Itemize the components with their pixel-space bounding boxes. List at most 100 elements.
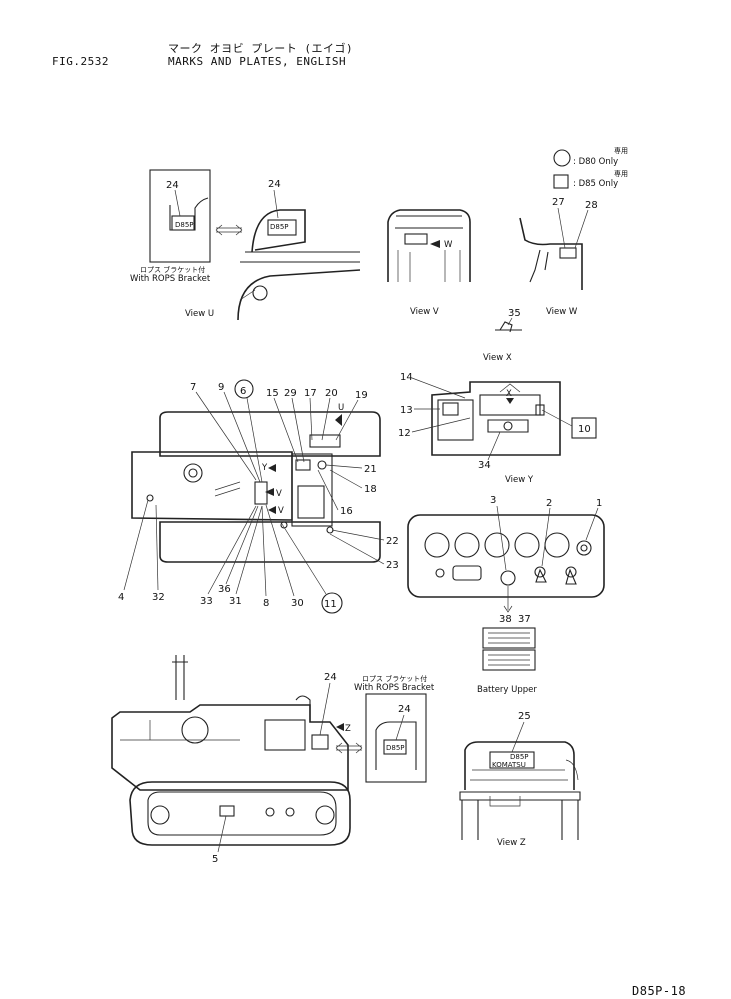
callout-5: 5 <box>212 854 218 865</box>
battery-upper-caption: Battery Upper <box>477 685 537 695</box>
callout-24: 24 <box>166 180 179 191</box>
callout-12: 12 <box>398 428 411 439</box>
rops-inset-box-2 <box>365 693 427 783</box>
arrow-z-label: Z <box>345 724 351 734</box>
callout-24: 24 <box>268 179 281 190</box>
rops-inset-box-1 <box>149 169 211 263</box>
callout-21: 21 <box>364 464 377 475</box>
arrow-v-icon <box>265 488 274 496</box>
view-y-caption: View Y <box>505 475 534 485</box>
callout-22: 22 <box>386 536 399 547</box>
callout-28: 28 <box>585 200 598 211</box>
callout-38: 38 <box>499 614 512 625</box>
callout-20: 20 <box>325 388 338 399</box>
rops-inset-2-group: ロプス ブラケット付 With ROPS Bracket D85P 24 <box>354 674 435 783</box>
callout-4: 4 <box>118 592 124 603</box>
callout-1: 1 <box>596 498 602 509</box>
callout-24: 24 <box>324 672 337 683</box>
callout-34: 34 <box>478 460 491 471</box>
rops-caption-en-2: With ROPS Bracket <box>354 683 435 693</box>
d80-marker-6 <box>234 379 254 399</box>
callout-2: 2 <box>546 498 552 509</box>
d80-only-label: : D80 Only <box>573 157 618 167</box>
komatsu-label: KOMATSU <box>492 761 526 769</box>
title-english: MARKS AND PLATES, ENGLISH <box>168 55 347 68</box>
callout-16: 16 <box>340 506 353 517</box>
callout-11: 11 <box>324 599 337 610</box>
callout-29: 29 <box>284 388 297 399</box>
double-arrow-icon <box>215 224 243 236</box>
page-code: D85P-18 <box>632 984 687 998</box>
view-v-caption: View V <box>410 307 439 317</box>
arrow-x-label: X <box>506 389 512 399</box>
view-w-group: 27 28 View W <box>519 197 598 317</box>
arrow-y-icon <box>268 464 276 472</box>
callout-35: 35 <box>508 308 521 319</box>
callout-36: 36 <box>218 584 231 595</box>
plate-label-z: D85P <box>510 753 529 761</box>
callout-8: 8 <box>263 598 269 609</box>
callout-32: 32 <box>152 592 165 603</box>
battery-upper-group: 38 37 Battery Upper <box>477 614 537 695</box>
plate-label-inset2: D85P <box>386 744 405 752</box>
callout-31: 31 <box>229 596 242 607</box>
callout-7: 7 <box>190 382 196 393</box>
arrow-w-icon <box>430 240 440 248</box>
d80-only-note: 専用 <box>614 146 628 155</box>
callout-9: 9 <box>218 382 224 393</box>
arrow-v2-icon <box>268 506 276 514</box>
callout-18: 18 <box>364 484 377 495</box>
callout-15: 15 <box>266 388 279 399</box>
view-x-group: 35 View X <box>483 308 522 363</box>
d80-marker-11 <box>321 592 343 614</box>
callout-24: 24 <box>398 704 411 715</box>
rops-caption-jp-1: ロプス ブラケット付 <box>140 265 205 274</box>
d85-only-note: 専用 <box>614 169 628 178</box>
view-u-caption: View U <box>185 309 214 319</box>
callout-17: 17 <box>304 388 317 399</box>
arrow-y-label: Y <box>261 463 268 473</box>
rops-caption-en-1: With ROPS Bracket <box>130 274 211 284</box>
view-v-group: W View V <box>387 209 471 317</box>
figure-number: FIG.2532 <box>52 55 109 68</box>
arrow-z-icon <box>336 723 344 731</box>
callout-14: 14 <box>400 372 413 383</box>
dash-panel-group: 3 2 1 <box>407 495 605 613</box>
view-u-group: D85P 24 ロプス ブラケット付 With ROPS Bracket D85… <box>130 169 361 321</box>
callout-30: 30 <box>291 598 304 609</box>
arrow-v-label-1: V <box>276 489 282 499</box>
top-view-group: U V Y V 7 9 6 15 29 17 20 19 21 18 16 22… <box>118 379 399 614</box>
arrow-u-icon <box>335 414 342 426</box>
callout-13: 13 <box>400 405 413 416</box>
double-arrow-2-icon <box>335 742 363 754</box>
arrow-x-icon <box>506 398 514 404</box>
callout-19: 19 <box>355 390 368 401</box>
arrow-u-label: U <box>338 403 344 413</box>
plate-label-inset1: D85P <box>175 221 194 229</box>
d80-only-symbol <box>553 149 571 167</box>
view-w-caption: View W <box>546 307 578 317</box>
legend: : D80 Only 専用 : D85 Only 専用 <box>553 146 628 189</box>
title-japanese: マーク オヨビ プレート (エイゴ) <box>168 42 354 55</box>
d85-marker-10 <box>571 417 597 439</box>
view-z-caption: View Z <box>497 838 526 848</box>
view-y-group: X 14 13 12 10 34 View Y <box>398 372 597 485</box>
callout-23: 23 <box>386 560 399 571</box>
d85-only-symbol <box>553 174 569 189</box>
view-x-caption: View X <box>483 353 512 363</box>
arrow-v-label-2: V <box>278 506 284 516</box>
callout-27: 27 <box>552 197 565 208</box>
callout-25: 25 <box>518 711 531 722</box>
callout-3: 3 <box>490 495 496 506</box>
callout-33: 33 <box>200 596 213 607</box>
dash-panel <box>407 514 605 598</box>
arrow-w-label: W <box>444 240 453 250</box>
callout-10: 10 <box>578 424 591 435</box>
d85-only-label: : D85 Only <box>573 179 618 189</box>
callout-37: 37 <box>518 614 531 625</box>
plate-label-u: D85P <box>270 223 289 231</box>
side-view-group: 24 Z 5 <box>111 655 363 865</box>
callout-6: 6 <box>240 386 246 397</box>
rops-caption-jp-2: ロプス ブラケット付 <box>362 674 427 683</box>
